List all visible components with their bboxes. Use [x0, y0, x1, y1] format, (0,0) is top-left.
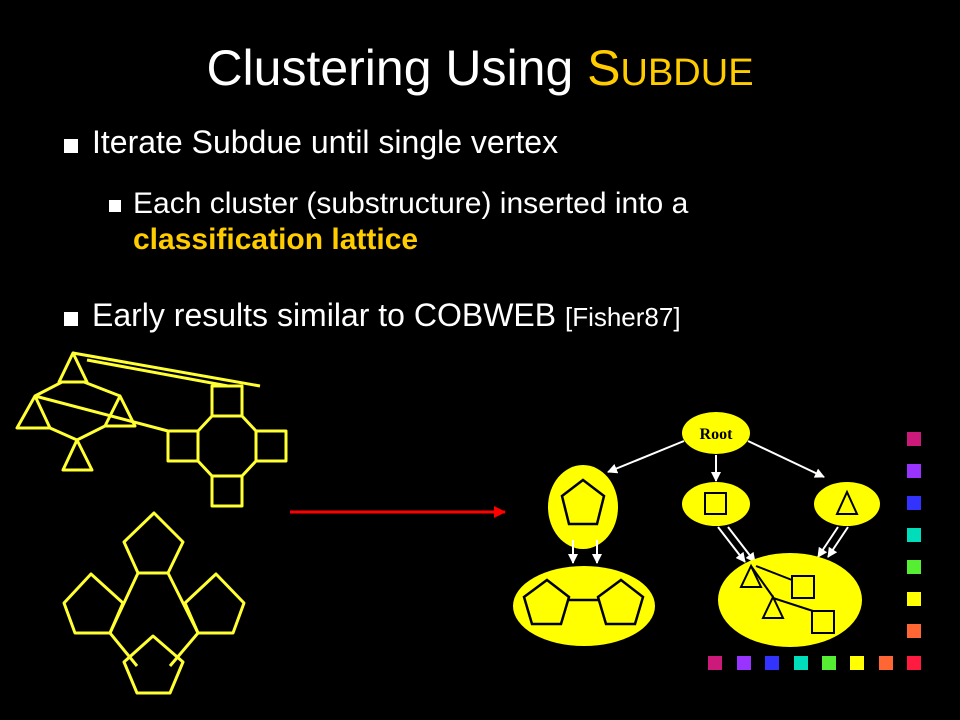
bullet-1-text: Iterate Subdue until single vertex	[92, 124, 559, 160]
square-shape	[210, 474, 244, 508]
pentagon-icon	[596, 578, 645, 626]
swatch-horizontal	[794, 656, 808, 670]
bullet-2: Each cluster (substructure) inserted int…	[109, 186, 689, 258]
swatch-vertical	[907, 592, 921, 606]
cluster-node-square	[682, 482, 750, 526]
square-icon	[704, 492, 727, 515]
swatch-vertical	[907, 464, 921, 478]
square-icon	[811, 610, 835, 634]
title-prefix: Clustering Using	[206, 40, 588, 96]
swatch-horizontal	[907, 656, 921, 670]
triangle-shape	[15, 394, 52, 430]
bullet-3: Early results similar to COBWEB [Fisher8…	[64, 296, 681, 336]
pentagon-shape	[183, 572, 246, 635]
square-shape	[210, 384, 244, 418]
swatch-horizontal	[822, 656, 836, 670]
root-node	[682, 412, 750, 454]
pentagon-shape	[122, 511, 185, 575]
bullet-2-line1: Each cluster (substructure) inserted int…	[133, 187, 689, 220]
bullet-3-cite: [Fisher87]	[564, 302, 681, 332]
title-accent-rest: UBDUE	[620, 52, 754, 94]
cluster-node-pentagon-pair	[513, 566, 655, 646]
color-swatches	[708, 432, 921, 670]
swatch-vertical	[907, 560, 921, 574]
pentagon-shape	[122, 634, 185, 695]
root-label: Root	[700, 426, 734, 443]
bullet-2-line2: classification lattice	[133, 223, 419, 256]
square-icon	[791, 575, 815, 599]
slide-title: Clustering Using SUBDUE	[0, 38, 960, 103]
cluster-node-pentagon	[548, 465, 618, 549]
bullet-square-icon	[64, 139, 78, 153]
bullet-1: Iterate Subdue until single vertex	[64, 123, 559, 161]
bullet-square-icon	[109, 200, 121, 212]
classification-lattice: Root	[513, 412, 880, 647]
triangle-icon	[835, 489, 859, 515]
title-accent: SUBDUE	[587, 40, 753, 96]
triangle-icon	[739, 563, 763, 588]
cluster-node-triangle	[814, 482, 880, 526]
swatch-horizontal	[708, 656, 722, 670]
swatch-vertical	[907, 624, 921, 638]
swatch-horizontal	[765, 656, 779, 670]
bullet-square-icon	[64, 312, 78, 326]
title-accent-first: S	[587, 40, 621, 96]
cluster-node-composite	[718, 553, 862, 647]
swatch-vertical	[907, 432, 921, 446]
pentagon-icon	[560, 478, 606, 526]
pentagon-shape	[62, 572, 125, 635]
triangle-shape	[57, 351, 89, 384]
input-graph-pentagons	[62, 511, 246, 695]
swatch-horizontal	[879, 656, 893, 670]
triangle-shape	[61, 438, 94, 472]
input-graph-triangles-squares	[15, 351, 288, 508]
square-shape	[254, 429, 288, 463]
swatch-vertical	[907, 528, 921, 542]
square-shape	[166, 429, 200, 463]
swatch-vertical	[907, 496, 921, 510]
triangle-icon	[761, 594, 785, 619]
bullet-3-text: Early results similar to COBWEB	[92, 297, 565, 333]
pentagon-icon	[522, 578, 571, 626]
swatch-horizontal	[850, 656, 864, 670]
triangle-shape	[103, 394, 137, 428]
swatch-horizontal	[737, 656, 751, 670]
octagon-shape	[196, 414, 258, 478]
